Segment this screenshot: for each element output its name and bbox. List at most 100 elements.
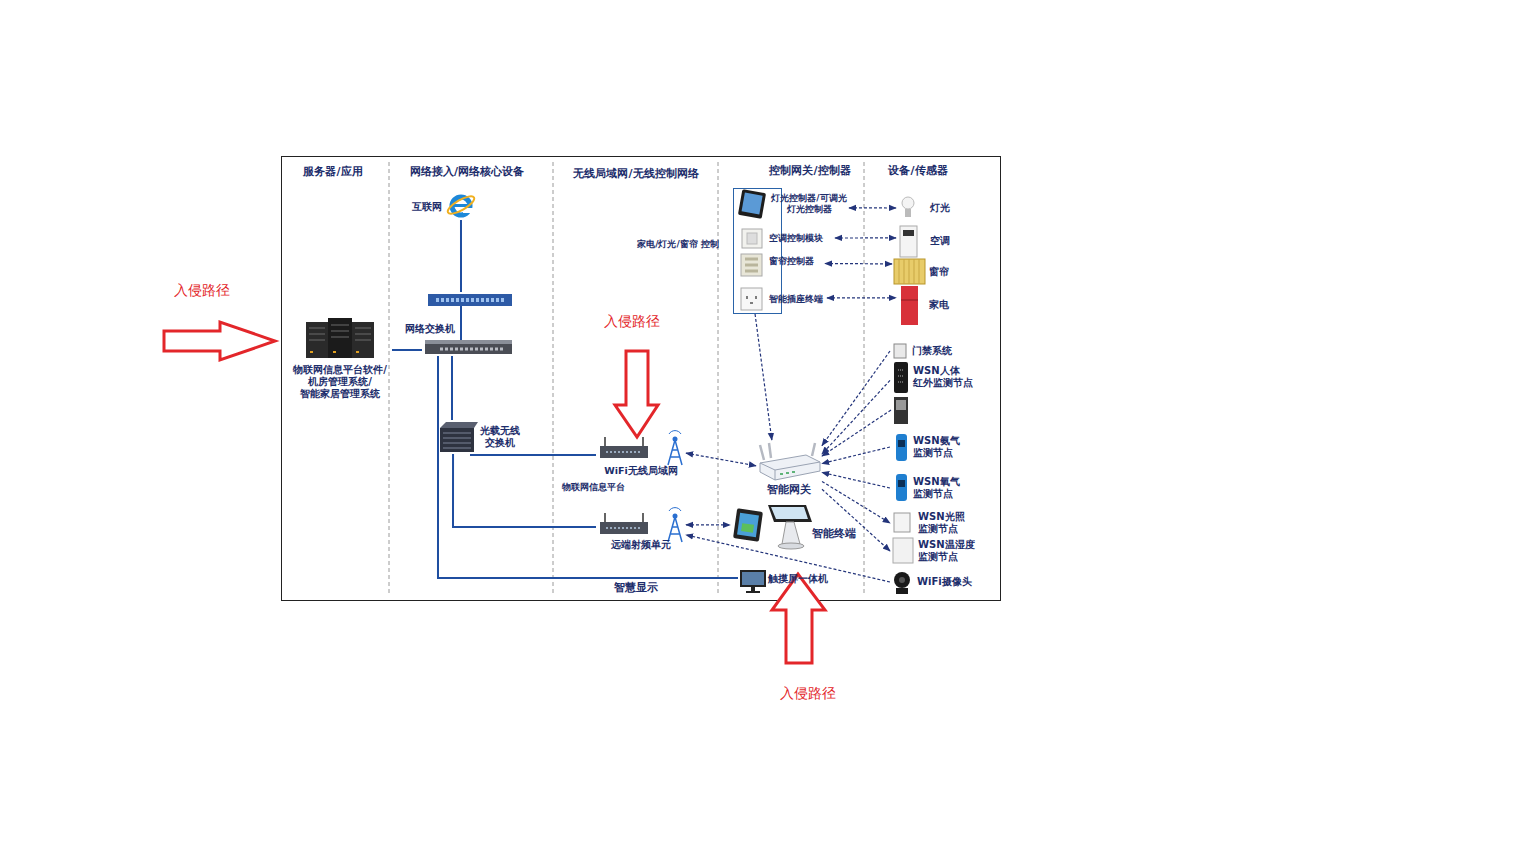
node-label: 空调控制模块 <box>769 233 823 244</box>
wireless-link <box>822 380 890 454</box>
controller-icon <box>747 233 757 244</box>
cable-line <box>451 356 453 420</box>
controller-icon <box>741 288 762 310</box>
cable-line <box>471 454 596 455</box>
radio-unit-icon <box>605 513 643 522</box>
gateway-node: 智能网关 <box>756 440 822 496</box>
wireless-link <box>822 447 890 464</box>
optical-switch-icon <box>440 428 474 452</box>
node-label: WiFi摄像头 <box>917 576 972 588</box>
appliance-node: 空调 <box>896 224 954 258</box>
terminal-icon <box>741 523 754 533</box>
node-label: WSN温湿度 监测节点 <box>918 539 982 563</box>
sensor-node: WSN氨气 监测节点 <box>890 432 968 462</box>
platform-label: 物联网信息平台 <box>553 482 633 493</box>
sensor-icon <box>898 480 905 487</box>
column-divider <box>553 162 554 596</box>
cable-line <box>392 349 422 351</box>
radio-unit-node: 远端射频单元 <box>596 508 686 550</box>
sensor-node: WSN光照 监测节点 <box>890 510 972 536</box>
appliance-icon <box>901 286 918 325</box>
node-label: 家电 <box>929 299 949 310</box>
terminal-icon <box>771 507 808 519</box>
internet-node: 互联网 <box>408 194 478 220</box>
wireless-link <box>835 237 896 238</box>
intrusion-arrow <box>615 351 658 437</box>
controller-icon <box>745 259 758 271</box>
cable-line <box>460 220 462 292</box>
radio-unit-icon <box>606 527 642 529</box>
node-label: 互联网 <box>412 201 442 213</box>
appliance-icon <box>905 209 911 217</box>
sensor-node: WSN氧气 监测节点 <box>890 472 968 504</box>
column-heading: 控制网关/控制器 <box>755 164 865 177</box>
radio-unit-icon <box>673 514 678 519</box>
controller-node: 窗帘控制器 <box>735 252 825 276</box>
appliance-icon <box>903 230 914 236</box>
monitor-icon <box>746 591 760 593</box>
internet-icon <box>446 193 477 217</box>
gateway-icon <box>760 443 820 480</box>
node-label: 网络交换机 <box>405 323 455 335</box>
sensor-icon <box>894 397 908 424</box>
column-heading: 网络接入/网络核心设备 <box>387 165 547 178</box>
optical-switch-icon <box>443 433 471 448</box>
controller-icon <box>742 193 763 215</box>
terminal-icon <box>782 522 800 544</box>
appliance-node: 灯光 <box>896 194 954 222</box>
terminal-icon <box>733 505 812 549</box>
node-label: 门禁系统 <box>912 345 952 357</box>
sensor-icon <box>896 474 907 501</box>
switch-icon <box>440 348 505 351</box>
column-divider <box>389 162 390 596</box>
radio-unit-icon <box>600 522 648 534</box>
sensor-icon <box>898 370 904 382</box>
access-point-icon <box>600 431 682 465</box>
sensor-icon <box>894 513 910 532</box>
wireless-link <box>822 472 890 488</box>
intrusion-arrow <box>164 322 825 663</box>
appliance-icon <box>894 259 925 284</box>
display-label: 智慧显示 <box>596 581 676 594</box>
sensor-icon <box>893 344 913 594</box>
controller-node: 灯光控制器/可调光 灯光控制器 <box>735 189 849 219</box>
access-point-icon <box>668 440 682 465</box>
optical-switch-icon <box>440 422 478 428</box>
monitor-icon <box>751 587 755 591</box>
controller-icon <box>738 189 766 219</box>
controller-node: 空调控制模块 <box>735 227 835 249</box>
cable-line <box>438 356 738 578</box>
node-label: 灯光控制器/可调光 灯光控制器 <box>769 193 849 215</box>
access-point-icon <box>669 431 681 434</box>
wireless-link <box>822 410 891 456</box>
sensor-icon <box>893 538 913 563</box>
appliance-node: 家电 <box>896 284 954 326</box>
monitor-icon <box>742 572 764 585</box>
intrusion-label: 入侵路径 <box>763 685 853 702</box>
server-icon <box>306 318 374 358</box>
node-label: WSN氧气 监测节点 <box>913 476 968 500</box>
appliance-icon <box>900 226 917 257</box>
column-heading: 服务器/应用 <box>281 165 385 178</box>
node-label: 触摸屏一体机 <box>768 573 828 585</box>
switch-icon <box>460 306 462 340</box>
access-point-icon <box>606 451 642 453</box>
wireless-link <box>686 524 730 525</box>
sensor-icon <box>894 362 908 393</box>
node-label: 智能网关 <box>767 483 811 496</box>
node-label: 光载无线 交换机 <box>478 425 522 449</box>
node-label: 智能插座终端 <box>769 294 823 305</box>
appliance-icon <box>894 197 925 325</box>
node-label: 智能终端 <box>812 527 856 540</box>
gateway-icon <box>760 462 820 480</box>
server-node: 物联网信息平台软件/ 机房管理系统/ 智能家居管理系统 <box>288 316 392 400</box>
server-icon <box>309 325 371 340</box>
wireless-link <box>822 481 890 523</box>
intrusion-arrow <box>772 574 825 663</box>
access-point-node: WiFi无线局域网 <box>596 432 686 476</box>
radio-unit-icon <box>668 517 682 542</box>
sensor-node: WSN人体 红外监测节点 <box>890 360 982 394</box>
